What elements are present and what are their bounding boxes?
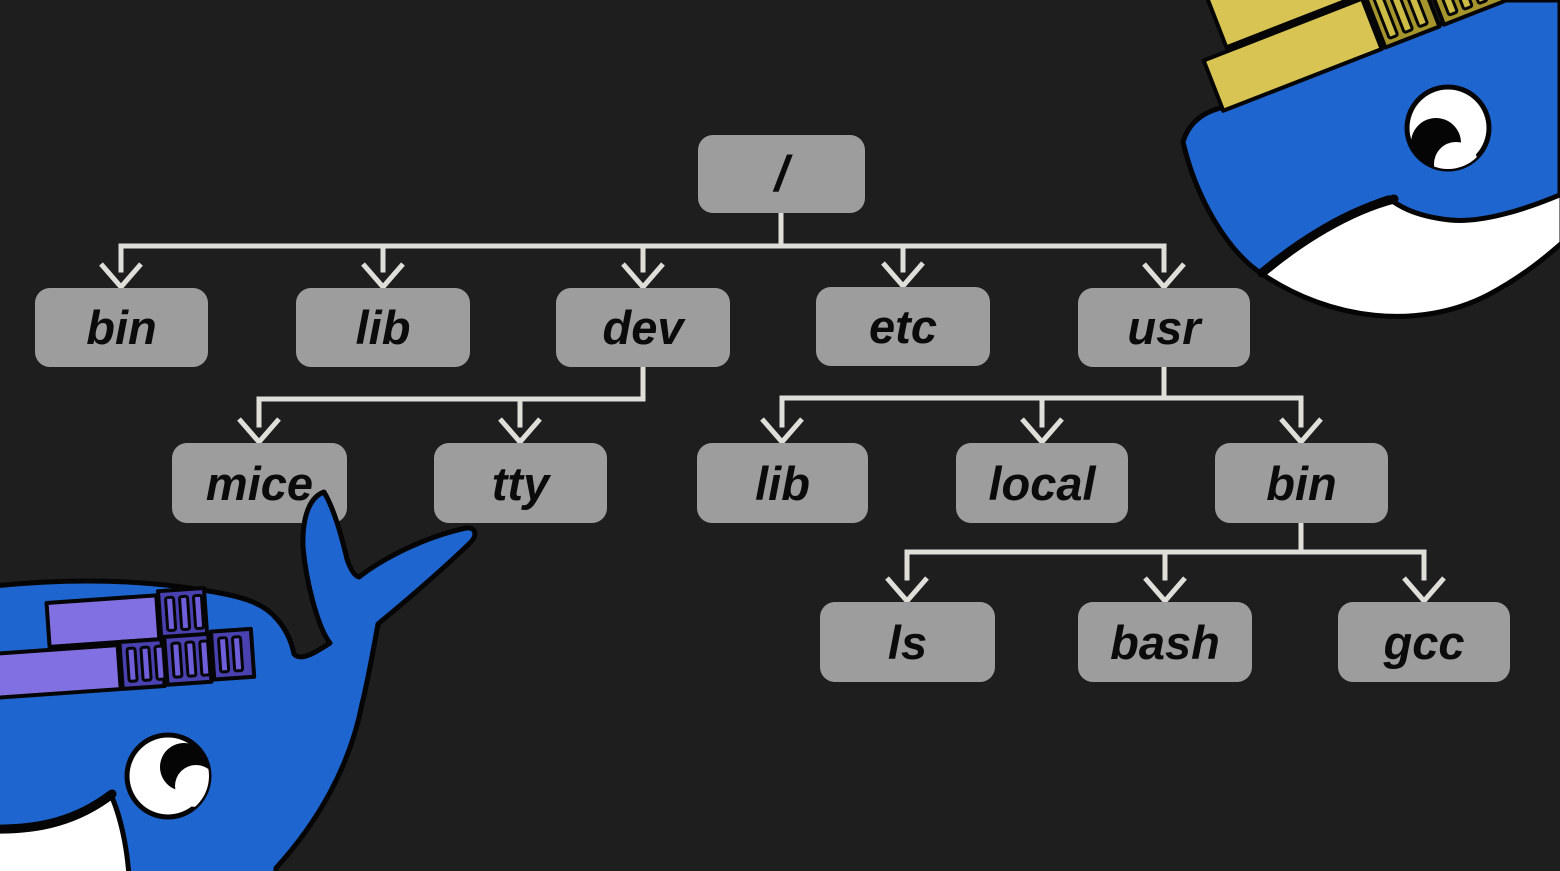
tree-node-root: / [698,135,865,213]
tree-node-mice: mice [172,443,347,523]
tree-node-usr-lib: lib [697,443,868,523]
whale-body-and-tail [0,489,478,871]
connector-usrbin-children [885,520,1446,604]
whale-eye-icon [124,732,212,820]
whale-chin [0,790,132,871]
tree-node-etc: etc [816,287,990,366]
tree-node-gcc: gcc [1338,602,1510,682]
container-stack-yellow-icon [1201,0,1506,113]
connector-root-children [99,210,1186,290]
tree-node-lib: lib [296,288,470,367]
docker-whale-bottom-left-icon [0,489,478,871]
tree-node-bash: bash [1078,602,1252,682]
tree-node-usr: usr [1078,288,1250,367]
tree-node-ls: ls [820,602,995,682]
connector-dev-children [237,364,646,445]
docker-whale-top-right-icon [1180,0,1560,319]
whale-chin [1259,192,1560,319]
tree-node-tty: tty [434,443,607,523]
whale-eye-icon [1404,84,1492,172]
tree-node-bin: bin [35,288,208,367]
tree-node-dev: dev [556,288,730,367]
whale-smile [0,789,117,834]
tree-node-usr-local: local [956,443,1128,523]
whale-head [1180,0,1560,277]
container-stack-purple-icon [0,585,257,701]
tree-node-usr-bin: bin [1215,443,1388,523]
connector-usr-children [760,364,1323,445]
whale-smile [1257,194,1399,278]
